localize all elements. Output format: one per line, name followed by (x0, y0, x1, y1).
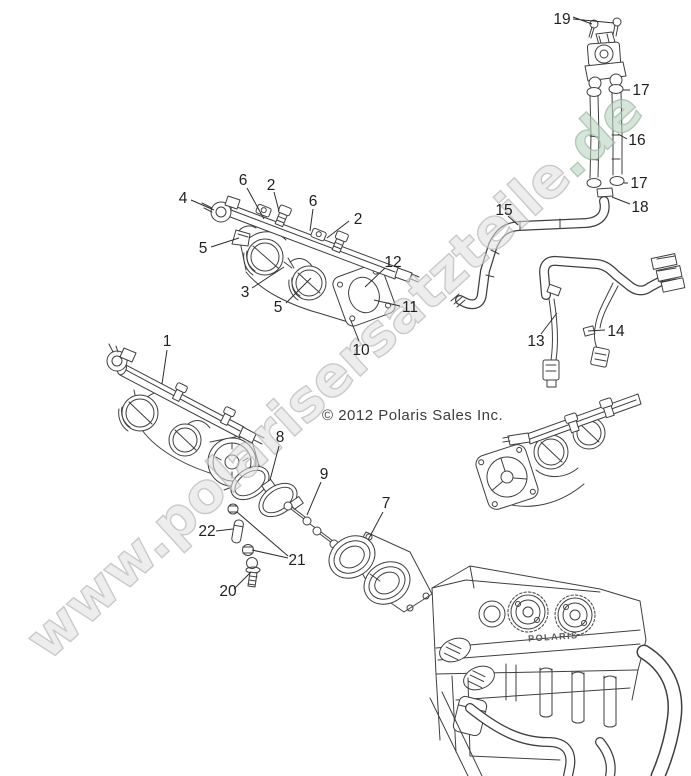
engine: POLARIS (429, 565, 683, 776)
callout-6a: 6 (239, 172, 265, 220)
callout-14: 14 (587, 323, 625, 340)
callout-13: 13 (527, 312, 558, 350)
svg-text:15: 15 (495, 202, 512, 219)
svg-text:1: 1 (163, 333, 172, 350)
svg-text:2: 2 (267, 177, 276, 194)
throttle-body-upper (201, 195, 420, 327)
svg-text:5: 5 (274, 299, 283, 316)
callout-20: 20 (219, 571, 252, 600)
svg-text:2: 2 (354, 211, 363, 228)
svg-text:9: 9 (320, 466, 329, 483)
svg-text:5: 5 (199, 240, 208, 257)
svg-text:19: 19 (553, 11, 570, 28)
callout-15: 15 (495, 202, 519, 226)
callout-10: 10 (350, 320, 370, 359)
callout-2a: 2 (267, 177, 280, 212)
svg-text:16: 16 (628, 132, 645, 149)
callout-18: 18 (611, 196, 649, 216)
svg-text:11: 11 (402, 299, 418, 316)
engine-brand-text: POLARIS (528, 630, 579, 643)
svg-text:14: 14 (607, 323, 625, 340)
svg-text:4: 4 (179, 190, 188, 207)
svg-text:6: 6 (239, 172, 248, 189)
throttle-body-right (475, 393, 642, 510)
svg-text:18: 18 (631, 199, 648, 216)
svg-text:17: 17 (632, 82, 649, 99)
callout-8: 8 (269, 429, 285, 481)
intake-boots (328, 531, 433, 613)
callout-22: 22 (198, 523, 234, 540)
callout-17b: 17 (624, 175, 648, 192)
callout-7: 7 (367, 495, 391, 541)
vent-hose (450, 196, 610, 310)
svg-text:20: 20 (219, 583, 237, 600)
callout-5a: 5 (199, 237, 240, 257)
clamps-and-fasteners (227, 465, 348, 588)
callout-11: 11 (373, 299, 418, 316)
svg-text:17: 17 (630, 175, 647, 192)
callout-16: 16 (617, 132, 646, 149)
callout-21: 21 (236, 511, 306, 569)
callout-1: 1 (161, 333, 172, 385)
svg-text:13: 13 (527, 333, 544, 350)
svg-text:22: 22 (198, 523, 215, 540)
callout-17a: 17 (623, 82, 650, 99)
callout-2b: 2 (326, 211, 363, 239)
svg-text:7: 7 (382, 495, 391, 512)
svg-text:6: 6 (309, 193, 318, 210)
callout-5b: 5 (274, 277, 312, 316)
svg-text:8: 8 (276, 429, 285, 446)
copyright-text: © 2012 Polaris Sales Inc. (322, 407, 503, 424)
callout-4: 4 (179, 190, 215, 211)
svg-text:21: 21 (288, 552, 305, 569)
callout-9: 9 (306, 466, 329, 516)
svg-text:3: 3 (241, 284, 250, 301)
callouts: 1 4 6 2 6 2 5 3 5 12 11 10 8 9 7 22 21 2… (161, 11, 650, 600)
vent-valve-assembly (584, 17, 627, 198)
svg-text:10: 10 (352, 342, 370, 359)
callout-3: 3 (241, 266, 285, 301)
wiring-harness (538, 253, 686, 388)
bolt-set (283, 501, 348, 555)
callout-19: 19 (553, 11, 615, 28)
callout-12: 12 (364, 254, 402, 288)
callout-6b: 6 (309, 193, 318, 232)
svg-text:12: 12 (384, 254, 401, 271)
